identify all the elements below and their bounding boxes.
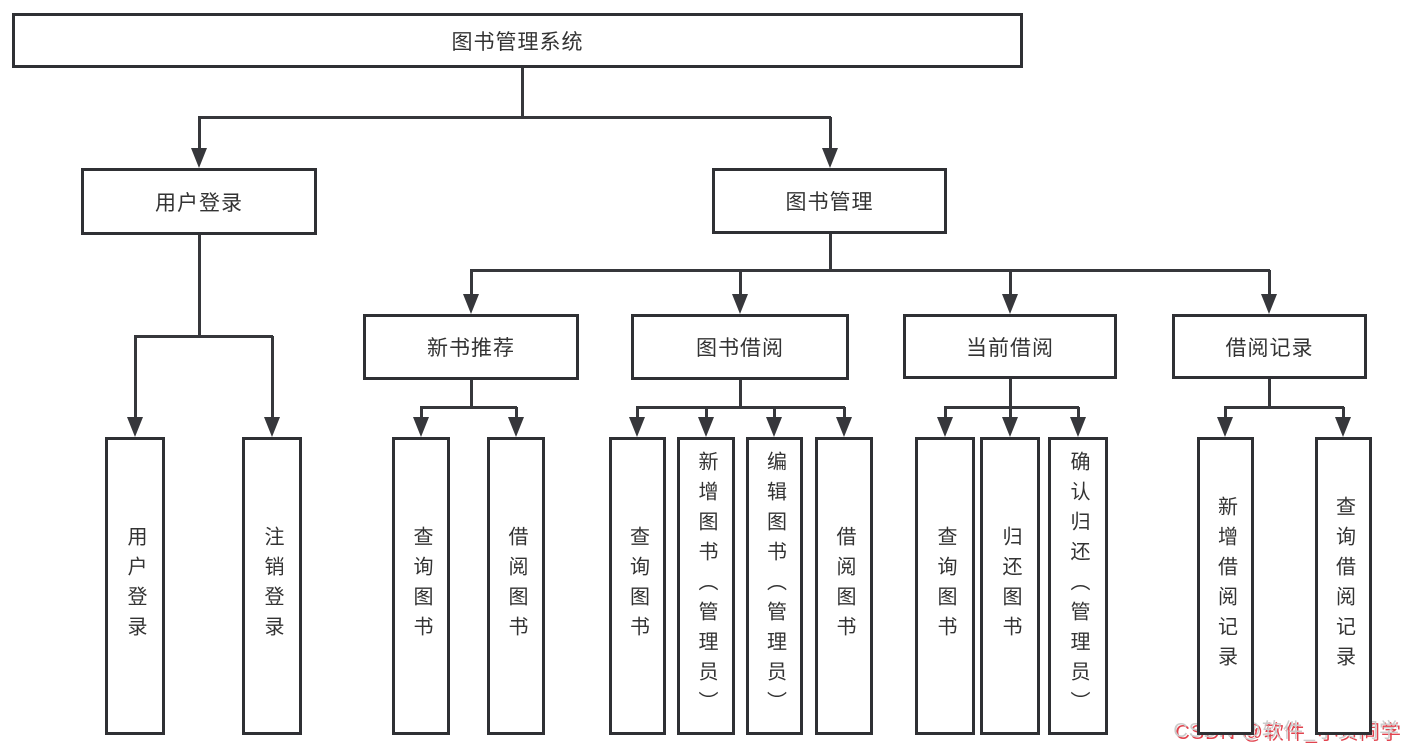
arrow-down-icon bbox=[1070, 417, 1086, 437]
node-leaf-borrow-book-2: 借阅图书 bbox=[815, 437, 873, 735]
node-leaf-logout: 注销登录 bbox=[242, 437, 302, 735]
node-borrow-record: 借阅记录 bbox=[1172, 314, 1367, 379]
connector-line bbox=[1342, 407, 1345, 419]
connector-line bbox=[739, 270, 742, 296]
node-root: 图书管理系统 bbox=[12, 13, 1023, 68]
connector-line bbox=[1009, 379, 1012, 409]
node-leaf-confirm-return: 确认归还（管理员） bbox=[1048, 437, 1108, 735]
connector-line bbox=[739, 380, 742, 409]
arrow-down-icon bbox=[1335, 417, 1351, 437]
arrow-down-icon bbox=[191, 148, 207, 168]
arrow-down-icon bbox=[822, 148, 838, 168]
arrow-down-icon bbox=[463, 294, 479, 314]
node-leaf-add-book: 新增图书（管理员） bbox=[677, 437, 735, 735]
arrow-down-icon bbox=[836, 417, 852, 437]
node-leaf-query-book-2: 查询图书 bbox=[609, 437, 666, 735]
node-current-borrow: 当前借阅 bbox=[903, 314, 1117, 379]
arrow-down-icon bbox=[413, 417, 429, 437]
connector-line bbox=[1268, 379, 1271, 409]
connector-line bbox=[829, 117, 832, 150]
arrow-down-icon bbox=[127, 417, 143, 437]
arrow-down-icon bbox=[264, 417, 280, 437]
connector-line bbox=[470, 269, 1270, 272]
arrow-down-icon bbox=[937, 417, 953, 437]
connector-line bbox=[420, 407, 423, 419]
arrow-down-icon bbox=[732, 294, 748, 314]
connector-line bbox=[636, 407, 639, 419]
connector-line bbox=[1224, 407, 1227, 419]
connector-line bbox=[470, 380, 473, 409]
connector-line bbox=[1077, 407, 1080, 419]
connector-line bbox=[515, 407, 518, 419]
connector-line bbox=[944, 407, 947, 419]
node-leaf-edit-book: 编辑图书（管理员） bbox=[746, 437, 803, 735]
connector-line bbox=[470, 270, 473, 296]
arrow-down-icon bbox=[766, 417, 782, 437]
connector-line bbox=[521, 65, 524, 119]
connector-line bbox=[636, 406, 845, 409]
node-leaf-add-record: 新增借阅记录 bbox=[1197, 437, 1254, 735]
arrow-down-icon bbox=[698, 417, 714, 437]
arrow-down-icon bbox=[1217, 417, 1233, 437]
node-leaf-query-book-3: 查询图书 bbox=[915, 437, 975, 735]
node-leaf-user-login: 用户登录 bbox=[105, 437, 165, 735]
connector-line bbox=[134, 336, 137, 419]
connector-line bbox=[1009, 270, 1012, 296]
connector-line bbox=[705, 407, 708, 419]
node-book-borrow: 图书借阅 bbox=[631, 314, 849, 380]
connector-line bbox=[829, 234, 832, 272]
node-leaf-query-record: 查询借阅记录 bbox=[1315, 437, 1372, 735]
arrow-down-icon bbox=[508, 417, 524, 437]
connector-line bbox=[198, 117, 201, 150]
connector-line bbox=[198, 235, 201, 338]
arrow-down-icon bbox=[1261, 294, 1277, 314]
connector-line bbox=[1268, 270, 1271, 296]
node-leaf-query-book-1: 查询图书 bbox=[392, 437, 450, 735]
node-new-book-rec: 新书推荐 bbox=[363, 314, 579, 380]
arrow-down-icon bbox=[1002, 294, 1018, 314]
connector-line bbox=[134, 335, 273, 338]
arrow-down-icon bbox=[1002, 417, 1018, 437]
connector-line bbox=[1009, 407, 1012, 419]
connector-line bbox=[420, 406, 517, 409]
connector-line bbox=[843, 407, 846, 419]
connector-line bbox=[271, 336, 274, 419]
connector-line bbox=[1224, 406, 1344, 409]
arrow-down-icon bbox=[629, 417, 645, 437]
node-book-mgmt: 图书管理 bbox=[712, 168, 947, 234]
node-leaf-borrow-book-1: 借阅图书 bbox=[487, 437, 545, 735]
node-leaf-return-book: 归还图书 bbox=[980, 437, 1040, 735]
connector-line bbox=[773, 407, 776, 419]
node-user-login: 用户登录 bbox=[81, 168, 317, 235]
connector-line bbox=[198, 116, 831, 119]
